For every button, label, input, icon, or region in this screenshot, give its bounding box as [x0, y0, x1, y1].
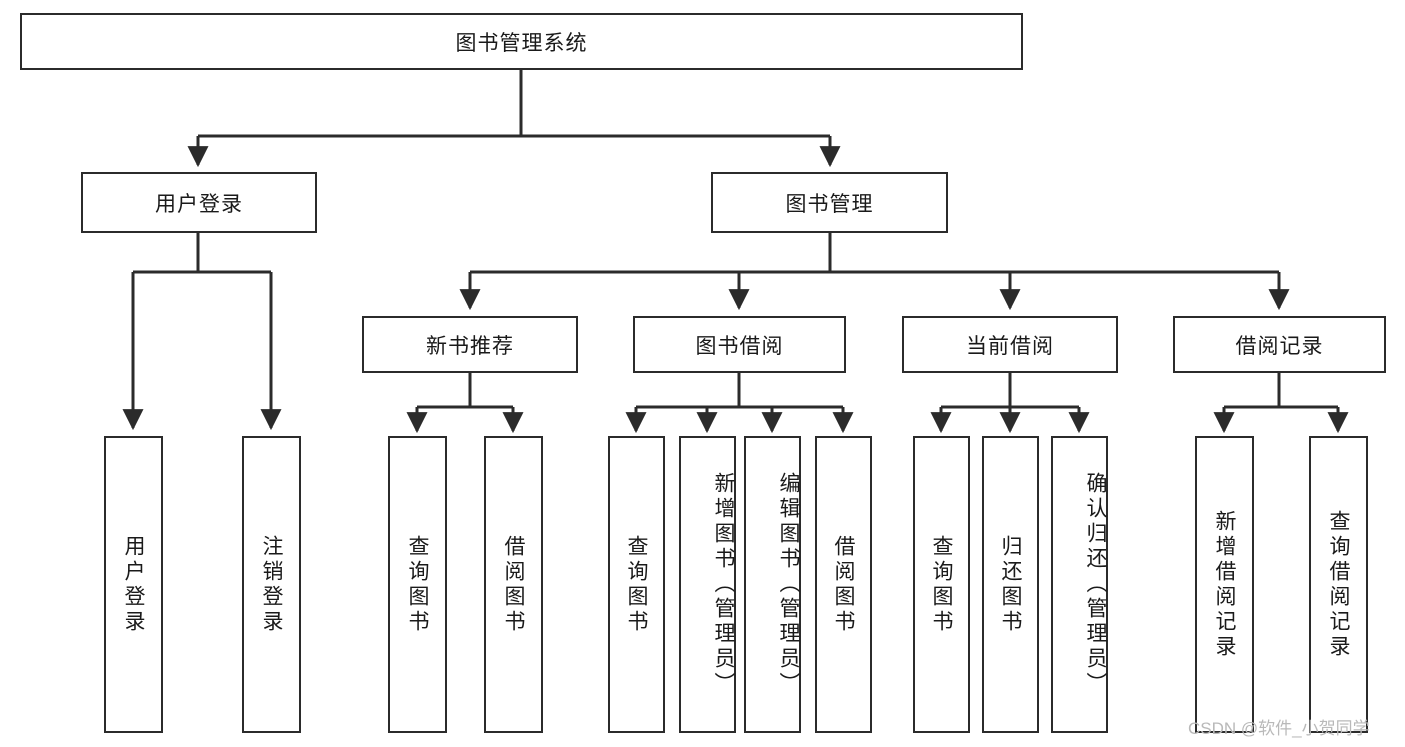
- node-leaf-add-book[interactable]: 新增图书（管理员）: [679, 436, 736, 733]
- node-leaf-query-record[interactable]: 查询借阅记录: [1309, 436, 1368, 733]
- node-leaf-edit-book[interactable]: 编辑图书（管理员）: [744, 436, 801, 733]
- node-current-borrow[interactable]: 当前借阅: [902, 316, 1118, 373]
- node-leaf-borrow-book-1[interactable]: 借阅图书: [484, 436, 543, 733]
- node-borrow-record[interactable]: 借阅记录: [1173, 316, 1386, 373]
- csdn-watermark: CSDN @软件_小贺同学: [1188, 719, 1370, 738]
- node-leaf-query-book-3[interactable]: 查询图书: [913, 436, 970, 733]
- node-root-system[interactable]: 图书管理系统: [20, 13, 1023, 70]
- node-user-login[interactable]: 用户登录: [81, 172, 317, 233]
- node-leaf-logout[interactable]: 注销登录: [242, 436, 301, 733]
- node-leaf-user-login[interactable]: 用户登录: [104, 436, 163, 733]
- node-leaf-return-book[interactable]: 归还图书: [982, 436, 1039, 733]
- node-leaf-query-book-2[interactable]: 查询图书: [608, 436, 665, 733]
- node-leaf-query-book-1[interactable]: 查询图书: [388, 436, 447, 733]
- node-leaf-confirm-return[interactable]: 确认归还（管理员）: [1051, 436, 1108, 733]
- node-leaf-add-record[interactable]: 新增借阅记录: [1195, 436, 1254, 733]
- node-new-book-recommend[interactable]: 新书推荐: [362, 316, 578, 373]
- node-book-manage[interactable]: 图书管理: [711, 172, 948, 233]
- node-book-borrow[interactable]: 图书借阅: [633, 316, 846, 373]
- node-leaf-borrow-book-2[interactable]: 借阅图书: [815, 436, 872, 733]
